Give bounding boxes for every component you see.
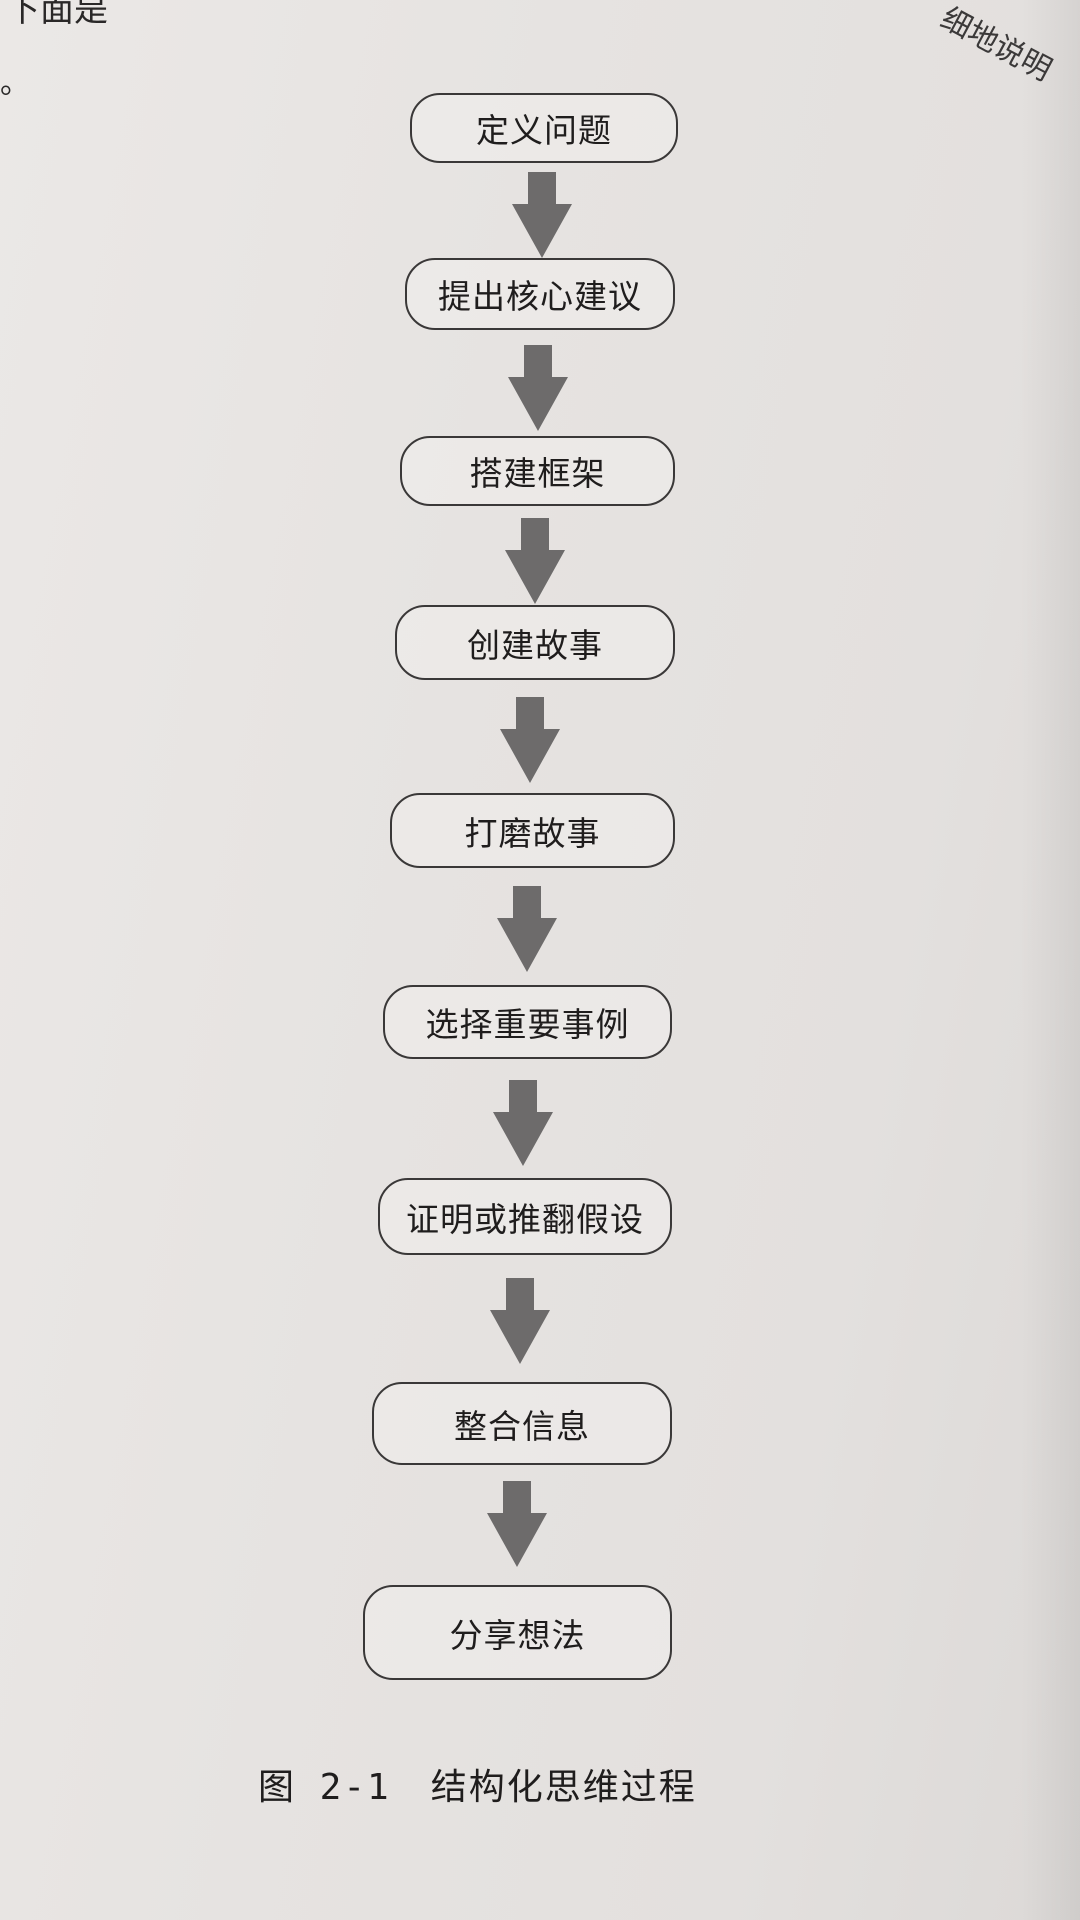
step-box-polish-story: 打磨故事	[390, 793, 675, 868]
down-arrow-icon	[505, 518, 565, 604]
figure-title: 结构化思维过程	[430, 1767, 697, 1808]
step-label: 整合信息	[454, 1406, 590, 1446]
step-box-create-story: 创建故事	[395, 605, 675, 680]
figure-caption: 图 2-1 结构化思维过程	[258, 1758, 697, 1810]
step-label: 分享想法	[449, 1615, 586, 1655]
step-box-prove-or-disprove: 证明或推翻假设	[378, 1178, 672, 1255]
step-box-define-problem: 定义问题	[410, 93, 678, 163]
step-label: 搭建框架	[469, 454, 606, 493]
step-label: 定义问题	[476, 111, 612, 150]
step-box-select-examples: 选择重要事例	[383, 985, 672, 1059]
down-arrow-icon	[487, 1481, 547, 1567]
down-arrow-icon	[508, 345, 568, 431]
step-label: 证明或推翻假设	[406, 1199, 644, 1239]
down-arrow-icon	[497, 886, 557, 972]
down-arrow-icon	[493, 1080, 553, 1166]
step-label: 选择重要事例	[425, 1005, 630, 1044]
step-box-share-ideas: 分享想法	[363, 1585, 672, 1680]
step-label: 创建故事	[467, 625, 603, 665]
step-box-build-framework: 搭建框架	[400, 436, 675, 506]
left-punctuation: 。	[0, 66, 30, 101]
down-arrow-icon	[512, 172, 572, 258]
down-arrow-icon	[500, 697, 560, 783]
top-left-text-fragment: 下面是	[6, 0, 108, 30]
figure-number: 图 2-1	[258, 1767, 391, 1808]
page-edge-shadow	[1020, 0, 1080, 1920]
step-box-core-proposal: 提出核心建议	[405, 258, 675, 330]
down-arrow-icon	[490, 1278, 550, 1364]
step-box-integrate-info: 整合信息	[372, 1382, 672, 1465]
step-label: 打磨故事	[464, 813, 601, 853]
step-label: 提出核心建议	[438, 277, 642, 316]
